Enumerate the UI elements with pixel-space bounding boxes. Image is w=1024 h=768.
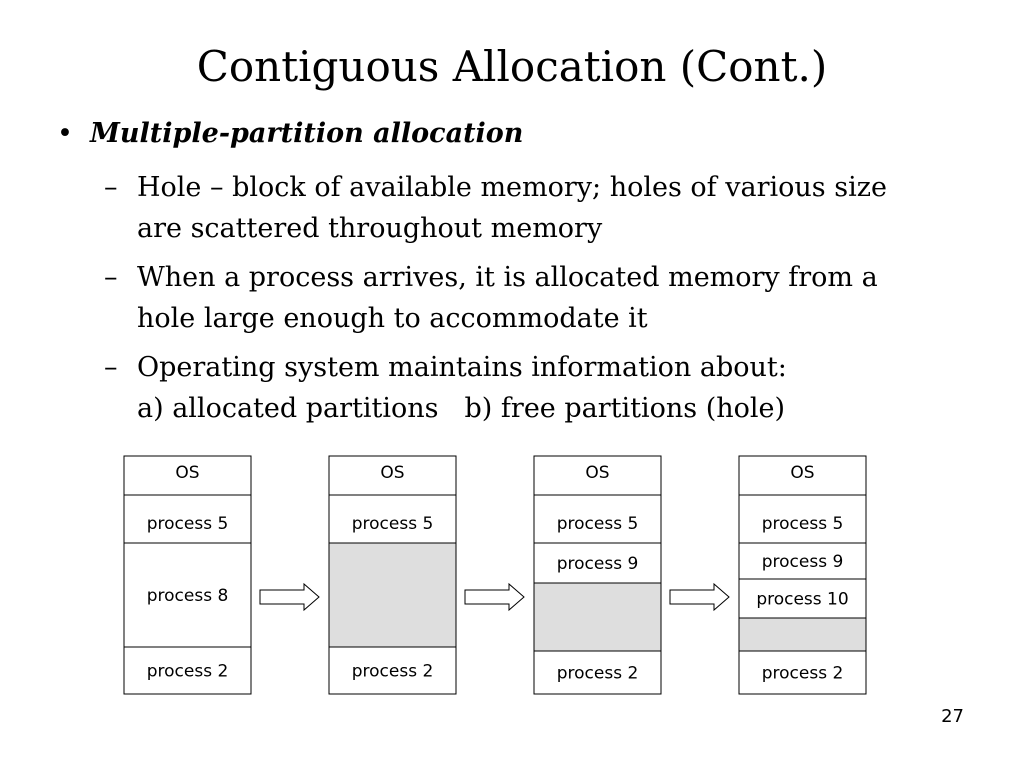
memory-segment	[328, 455, 457, 496]
segment-label: process 5	[352, 514, 434, 534]
memory-segment	[123, 542, 252, 648]
segment-label: process 10	[756, 590, 848, 610]
transition-arrow-icon	[259, 582, 320, 612]
memory-map: OS process 5 process 9 process 2	[533, 455, 662, 695]
memory-segment	[123, 646, 252, 695]
slide-title: Contiguous Allocation (Cont.)	[196, 42, 828, 91]
allocated-partitions-text: a) allocated partitions	[137, 393, 439, 424]
transition-arrow-icon	[464, 582, 525, 612]
subpoint-line: are scattered throughout memory	[137, 213, 603, 244]
subpoint-parts-line: a) allocated partitions b) free partition…	[137, 388, 994, 429]
main-bullet: • Multiple-partition allocation	[57, 116, 523, 152]
segment-label: OS	[175, 463, 199, 483]
segment-label: process 2	[352, 662, 434, 682]
subpoint-os-information: – Operating system maintains information…	[104, 347, 994, 429]
segment-label: process 9	[557, 554, 639, 574]
memory-segment	[738, 542, 867, 580]
subpoint-process-arrival: – When a process arrives, it is allocate…	[104, 257, 994, 339]
memory-segment	[533, 650, 662, 695]
memory-hole	[328, 542, 457, 648]
segment-label: OS	[380, 463, 404, 483]
segment-label: process 5	[557, 514, 639, 534]
segment-label: process 9	[762, 552, 844, 572]
subpoint-line: hole large enough to accommodate it	[137, 303, 648, 334]
memory-map: OS process 5 process 8 process 2	[123, 455, 252, 695]
segment-label: process 5	[762, 514, 844, 534]
memory-segment	[738, 650, 867, 695]
segment-label: process 2	[147, 662, 229, 682]
transition-arrow-icon	[669, 582, 730, 612]
dash-marker: –	[104, 172, 118, 203]
segment-label: OS	[585, 463, 609, 483]
memory-hole	[738, 617, 867, 652]
dash-marker: –	[104, 352, 118, 383]
free-partitions-text: b) free partitions (hole)	[464, 393, 786, 424]
main-bullet-text: Multiple-partition allocation	[90, 118, 524, 149]
subpoint-line: When a process arrives, it is allocated …	[137, 262, 878, 293]
memory-hole	[533, 582, 662, 652]
memory-segment	[738, 578, 867, 619]
bullet-dot: •	[57, 118, 73, 149]
memory-segment	[328, 646, 457, 695]
memory-segment	[738, 494, 867, 544]
memory-segment	[738, 455, 867, 496]
memory-segment	[123, 494, 252, 544]
segment-label: process 5	[147, 514, 229, 534]
memory-segment	[328, 494, 457, 544]
subpoint-hole-definition: – Hole – block of available memory; hole…	[104, 167, 994, 249]
segment-label: process 2	[557, 664, 639, 684]
segment-label: OS	[790, 463, 814, 483]
page-number: 27	[941, 706, 964, 727]
subpoint-line: Operating system maintains information a…	[137, 352, 787, 383]
memory-map: OS process 5 process 9 process 10 process 2	[738, 455, 867, 695]
segment-label: process 2	[762, 664, 844, 684]
dash-marker: –	[104, 262, 118, 293]
subpoint-line: Hole – block of available memory; holes …	[137, 172, 887, 203]
memory-map: OS process 5 process 2	[328, 455, 457, 695]
segment-label: process 8	[147, 586, 229, 606]
